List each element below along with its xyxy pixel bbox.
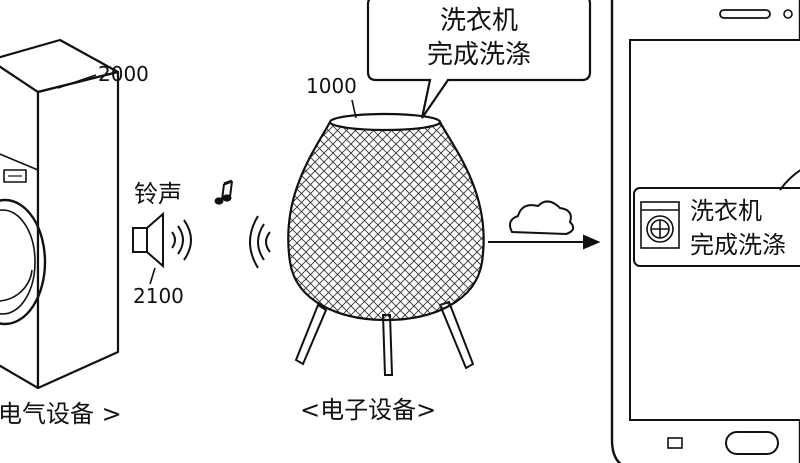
washer-ref-leader: [57, 74, 97, 89]
notification-card[interactable]: [633, 187, 800, 267]
washer-caption: 电气设备 >: [0, 400, 122, 428]
washer-speaker-icon: [132, 211, 164, 269]
smart-speaker: [287, 112, 485, 376]
washer-ref-number: 2000: [98, 62, 149, 86]
ringtone-label: 铃声: [134, 180, 182, 208]
bubble-line-2: 完成洗涤: [426, 40, 531, 70]
received-sound-waves-icon: [249, 215, 271, 269]
device-ref-leader: [351, 99, 357, 119]
speaker-ref-leader: [149, 267, 156, 285]
music-note-icon: [214, 179, 233, 205]
cloud-icon: [509, 200, 575, 236]
notification-pointer: [779, 169, 800, 191]
washing-machine: [0, 38, 120, 390]
notification-line-2: 完成洗涤: [690, 231, 786, 259]
device-ref-number: 1000: [306, 74, 357, 98]
speech-bubble: [366, 0, 592, 119]
sound-waves-icon: [171, 219, 192, 261]
bubble-line-1: 洗衣机: [439, 6, 518, 36]
washing-machine-icon: [640, 201, 680, 249]
notification-line-1: 洗衣机: [690, 197, 762, 225]
arrow-to-phone: [488, 234, 601, 250]
speaker-ref-number: 2100: [133, 284, 184, 308]
device-caption: <电子设备>: [300, 396, 437, 424]
